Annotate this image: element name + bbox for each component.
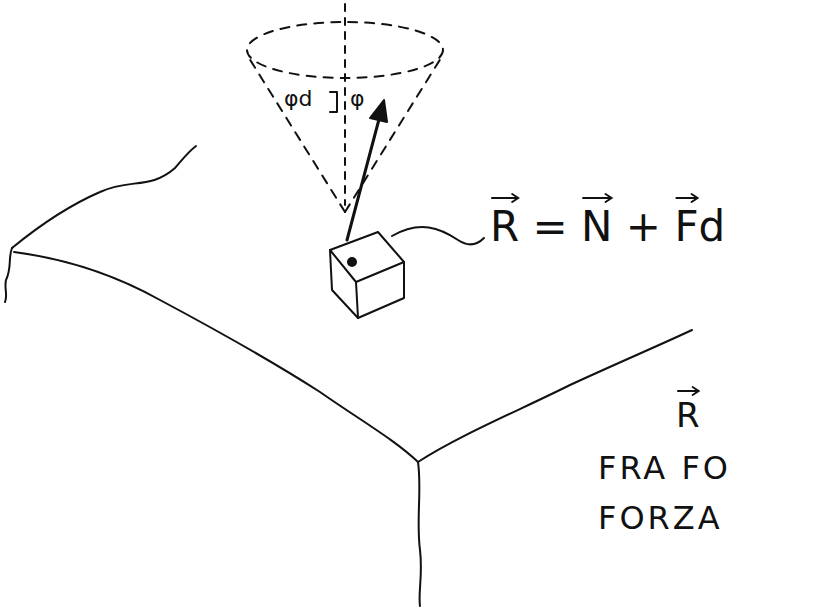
- vector-equation: R = N + Fd: [490, 206, 725, 248]
- note-text: FORZA: [598, 502, 723, 534]
- vector-symbol: R: [676, 398, 700, 432]
- leader-line: [392, 227, 484, 244]
- angle-label: φ: [350, 88, 365, 110]
- vector-arrow: [676, 194, 697, 202]
- terrain-cliff: [5, 248, 12, 302]
- block-side: [330, 250, 358, 318]
- angle-bracket: [330, 92, 337, 112]
- cone-rim: [247, 22, 443, 78]
- note-text: FRA FO: [598, 452, 731, 484]
- vector-arrow: [678, 387, 699, 395]
- vector-arrow: [492, 194, 518, 202]
- arrow-head: [370, 100, 387, 122]
- block-top: [330, 232, 404, 282]
- angle-label: φd: [284, 88, 312, 110]
- vector-arrow: [583, 194, 611, 202]
- terrain-slope: [418, 330, 692, 462]
- terrain-ridge: [12, 146, 196, 248]
- cone-axis: [344, 4, 346, 205]
- cone-side: [249, 58, 345, 212]
- contact-point: [348, 258, 356, 266]
- block-side: [358, 262, 404, 318]
- reaction-vector: [347, 108, 382, 240]
- terrain-slope: [14, 252, 418, 462]
- terrain-crack: [418, 462, 421, 606]
